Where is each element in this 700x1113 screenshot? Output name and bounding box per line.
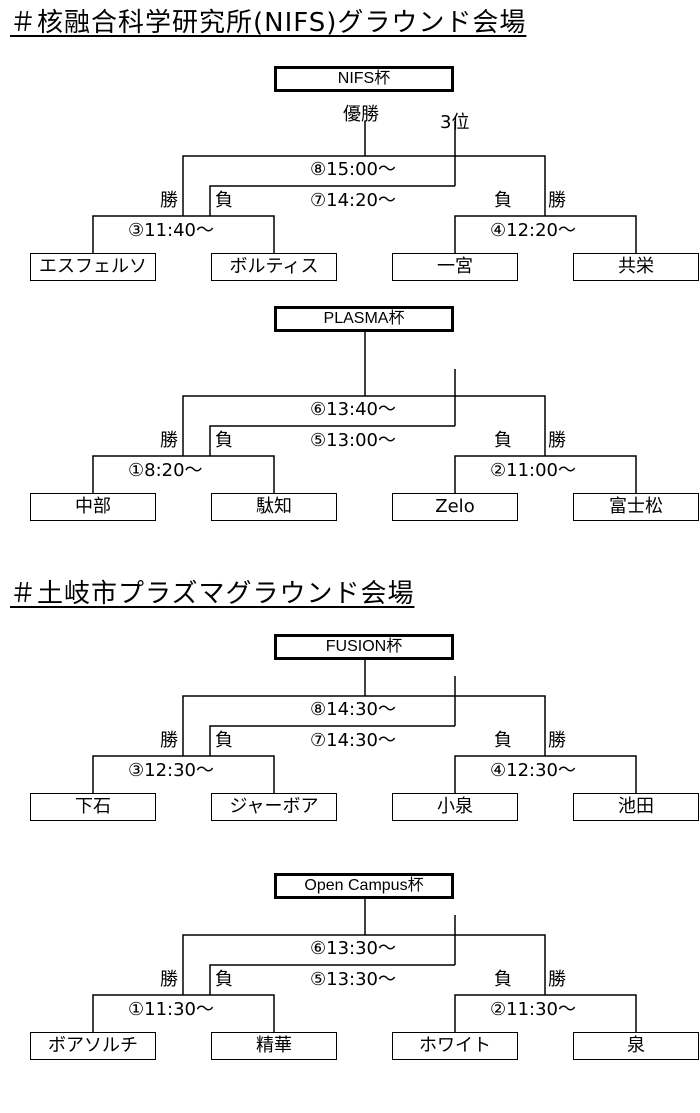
team-box: 小泉: [392, 793, 518, 821]
bracket-lines: [92, 332, 637, 493]
team-box: 精華: [211, 1032, 337, 1060]
team-box: エスフェルソ: [30, 253, 156, 281]
bracket-nifs-cup: NIFS杯 優勝 3位 ⑧15:00〜 ⑦14:20〜 勝 負 負 勝 ③11:…: [0, 66, 700, 306]
bracket-title: Open Campus杯: [274, 873, 454, 899]
loser-label-left: 負: [215, 730, 233, 751]
third-place-match-time: ⑦14:30〜: [310, 730, 397, 751]
bracket-open-campus-cup: Open Campus杯 ⑥13:30〜 ⑤13:30〜 勝 負 負 勝 ①11…: [0, 873, 700, 1113]
semifinal-left-time: ③11:40〜: [128, 220, 215, 241]
bracket-fusion-cup: FUSION杯 ⑧14:30〜 ⑦14:30〜 勝 負 負 勝 ③12:30〜 …: [0, 634, 700, 874]
final-match-time: ⑥13:30〜: [310, 938, 397, 959]
loser-label-right: 負: [494, 430, 512, 451]
bracket-plasma-cup: PLASMA杯 ⑥13:40〜 ⑤13:00〜 勝 負 負 勝 ①8:20〜 ②…: [0, 306, 700, 546]
third-place-match-time: ⑦14:20〜: [310, 190, 397, 211]
semifinal-right-time: ④12:30〜: [490, 760, 577, 781]
team-box: 池田: [573, 793, 699, 821]
winner-label-left: 勝: [160, 190, 178, 211]
semifinal-right-time: ②11:00〜: [490, 460, 577, 481]
final-match-time: ⑧14:30〜: [310, 699, 397, 720]
team-box: ボルティス: [211, 253, 337, 281]
loser-label-right: 負: [494, 190, 512, 211]
team-box: 富士松: [573, 493, 699, 521]
team-box: 駄知: [211, 493, 337, 521]
team-box: Zelo: [392, 493, 518, 521]
loser-label-left: 負: [215, 190, 233, 211]
final-match-time: ⑥13:40〜: [310, 399, 397, 420]
team-box: 共栄: [573, 253, 699, 281]
venue-title-nifs: ＃核融合科学研究所(NIFS)グラウンド会場: [10, 8, 527, 38]
third-place-label: 3位: [440, 112, 470, 133]
team-box: 中部: [30, 493, 156, 521]
venue-title-toki: ＃土岐市プラズマグラウンド会場: [10, 579, 415, 609]
team-box: ボアソルチ: [30, 1032, 156, 1060]
bracket-lines: [92, 121, 637, 253]
semifinal-right-time: ④12:20〜: [490, 220, 577, 241]
final-match-time: ⑧15:00〜: [310, 159, 397, 180]
winner-label-right: 勝: [548, 730, 566, 751]
bracket-lines: [92, 660, 637, 793]
semifinal-left-time: ①11:30〜: [128, 999, 215, 1020]
winner-label-left: 勝: [160, 969, 178, 990]
winner-label-left: 勝: [160, 730, 178, 751]
loser-label-left: 負: [215, 430, 233, 451]
semifinal-right-time: ②11:30〜: [490, 999, 577, 1020]
loser-label-right: 負: [494, 969, 512, 990]
winner-label-right: 勝: [548, 969, 566, 990]
bracket-lines: [92, 899, 637, 1032]
bracket-title: FUSION杯: [274, 634, 454, 660]
team-box: ホワイト: [392, 1032, 518, 1060]
bracket-title: PLASMA杯: [274, 306, 454, 332]
winner-label-right: 勝: [548, 190, 566, 211]
team-box: 一宮: [392, 253, 518, 281]
champion-label: 優勝: [343, 104, 379, 125]
winner-label-right: 勝: [548, 430, 566, 451]
third-place-match-time: ⑤13:30〜: [310, 969, 397, 990]
team-box: ジャーボア: [211, 793, 337, 821]
semifinal-left-time: ③12:30〜: [128, 760, 215, 781]
team-box: 泉: [573, 1032, 699, 1060]
bracket-title: NIFS杯: [274, 66, 454, 92]
loser-label-left: 負: [215, 969, 233, 990]
team-box: 下石: [30, 793, 156, 821]
third-place-match-time: ⑤13:00〜: [310, 430, 397, 451]
loser-label-right: 負: [494, 730, 512, 751]
semifinal-left-time: ①8:20〜: [128, 460, 203, 481]
winner-label-left: 勝: [160, 430, 178, 451]
